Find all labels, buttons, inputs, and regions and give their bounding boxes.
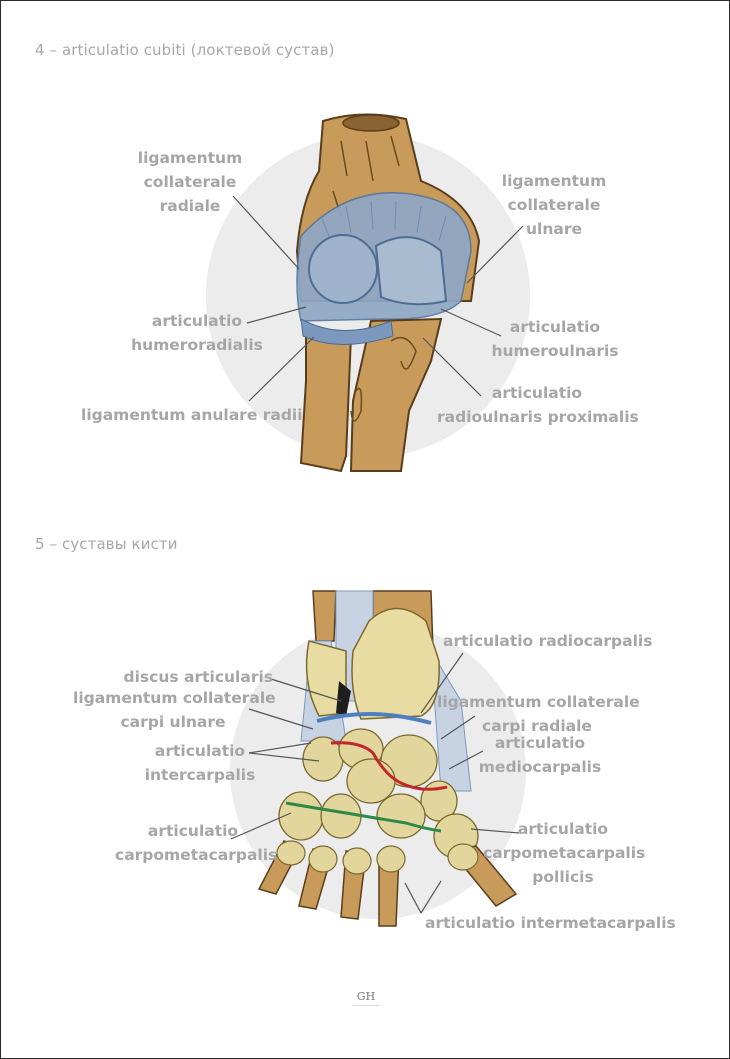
label-intercarpalis: articulatio intercarpalis: [143, 739, 257, 787]
elbow-section-title: 4 – articulatio cubiti (локтевой сустав): [35, 41, 335, 59]
label-line: articulatio radiocarpalis: [443, 632, 653, 650]
label-line: carpometacarpalis: [483, 844, 646, 862]
label-discus: discus articularis: [101, 665, 273, 689]
elbow-illustration: [206, 113, 530, 473]
label-line: collaterale: [507, 196, 601, 214]
label-art-radioulnaris: articulatio radioulnaris proximalis: [437, 381, 639, 429]
label-line: articulatio: [509, 318, 601, 336]
label-lig-carpi-radiale: ligamentum collaterale carpi radiale: [437, 690, 640, 738]
label-lig-carpi-ulnare: ligamentum collaterale carpi ulnare: [73, 686, 276, 734]
label-line: articulatio: [154, 742, 246, 760]
label-line: mediocarpalis: [478, 758, 602, 776]
label-line: articulatio intermetacarpalis: [425, 914, 676, 932]
label-line: ligamentum: [501, 172, 607, 190]
label-line: radiale: [159, 197, 221, 215]
label-line: collaterale: [143, 173, 237, 191]
label-line: ligamentum collaterale: [437, 693, 640, 711]
label-lig-coll-radiale: ligamentum collaterale radiale: [131, 146, 249, 218]
label-line: articulatio: [147, 822, 239, 840]
label-line: pollicis: [532, 868, 594, 886]
label-line: ligamentum: [137, 149, 243, 167]
label-line: ligamentum collaterale: [73, 689, 276, 707]
label-line: carpi ulnare: [120, 713, 226, 731]
hand-section-title: 5 – суставы кисти: [35, 535, 178, 553]
label-lig-anulare: ligamentum anulare radii: [81, 403, 303, 427]
label-line: ulnare: [526, 220, 582, 238]
label-line: articulatio: [151, 312, 243, 330]
label-art-humeroradialis: articulatio humeroradialis: [127, 309, 267, 357]
label-radiocarpalis: articulatio radiocarpalis: [443, 629, 652, 653]
label-line: carpometacarpalis: [115, 846, 278, 864]
label-carpometacarpalis-pollicis: articulatio carpometacarpalis pollicis: [483, 817, 646, 889]
publisher-logo: GH ────────: [341, 991, 391, 1009]
label-line: radioulnaris proximalis: [437, 408, 639, 426]
label-line: ligamentum anulare radii: [81, 406, 303, 424]
label-mediocarpalis: articulatio mediocarpalis: [477, 731, 603, 779]
logo-underline: ────────: [352, 1003, 380, 1008]
label-art-humeroulnaris: articulatio humeroulnaris: [487, 315, 623, 363]
label-carpometacarpalis: articulatio carpometacarpalis: [115, 819, 278, 867]
label-line: discus articularis: [123, 668, 273, 686]
label-line: humeroulnaris: [491, 342, 619, 360]
label-line: articulatio: [517, 820, 609, 838]
label-line: carpi radiale: [482, 717, 592, 735]
label-line: humeroradialis: [131, 336, 263, 354]
label-line: articulatio: [491, 384, 583, 402]
label-line: articulatio: [494, 734, 586, 752]
label-intermetacarpalis: articulatio intermetacarpalis: [425, 911, 676, 935]
label-lig-coll-ulnare: ligamentum collaterale ulnare: [493, 169, 615, 241]
logo-mark: GH: [356, 990, 376, 1003]
label-line: intercarpalis: [144, 766, 256, 784]
